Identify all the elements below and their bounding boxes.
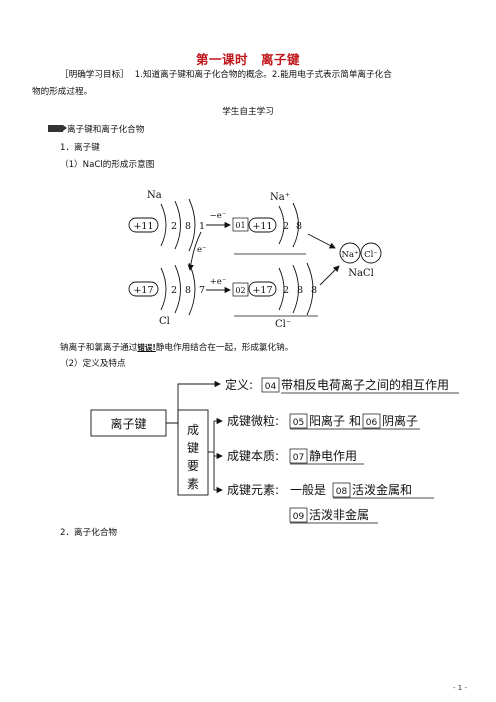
objectives-label: ［明确学习目标］ [60,70,129,80]
factors-box [177,409,209,496]
na-nucleus: +11 [133,221,153,232]
factors-char-3: 要 [187,459,199,473]
answer-box-06-num: 06 [366,418,378,428]
essence-label: 成键本质: [227,449,279,463]
answer-box-08-num: 08 [336,487,348,497]
factors-char-2: 键 [187,441,199,455]
na-atom-label: Na [147,190,162,201]
cl-nucleus-box [128,281,159,297]
item2-heading: 2．离子化合物 [60,528,118,538]
cl-nucleus: +17 [133,285,153,296]
page-number: - 1 - [453,684,467,692]
answer-box-01-num: 01 [235,221,245,230]
section-header: 学生自主学习 [222,107,274,117]
product-cl-ion: Cl⁻ [364,250,378,260]
item1-sub2: （2）定义及特点 [60,359,126,369]
product-na-ion: Na⁺ [342,250,359,260]
answer-box-02-num: 02 [235,286,245,295]
na-nucleus-box [128,217,159,233]
page-title: 第一课时 离子键 [195,52,300,67]
objectives-line2: 物的形成过程。 [32,87,93,97]
cl-ion-nucleus-box [248,281,277,297]
lose-electron-label: −e⁻ [210,211,227,221]
cl-ion-shell-1: 2 [283,285,289,296]
root-label: 离子键 [110,416,146,431]
na-ion-circle [339,242,361,264]
objectives-text1: 1.知道离子键和离子化合物的概念。2.能用电子式表示简单离子化合 [134,70,392,80]
na-ion-shell-1: 2 [283,221,289,232]
factors-char-4: 素 [187,477,199,491]
section-arrow-icon [48,125,67,132]
definition-label: 定义: [225,377,253,392]
cl-ion: +17 2 8 8 [248,262,317,316]
sentence: 钠离子和氯离子通过错误!静电作用结合在一起，形成氯化钠。 [60,341,293,355]
essence-text: 静电作用 [309,449,357,463]
factors-char-1: 成 [187,423,199,437]
cl-ion-shell-3: 8 [311,285,317,296]
answer-box-07 [289,448,308,464]
answer-box-01 [232,217,249,232]
cl-atom-label: Cl [159,316,170,327]
na-shell-1: 2 [171,221,177,232]
na-ion: +11 2 8 [248,202,302,248]
answer-box-09-num: 09 [293,512,305,522]
section-title-row: 离子键和离子化合物 [48,124,144,137]
elements-text2: 活泼非金属 [309,507,369,522]
na-ion-label: Na⁺ [270,192,290,203]
elements-label: 成键元素: [227,483,279,497]
na-shell-3: 1 [199,221,205,232]
cl-ion-circle [360,242,382,264]
na-shell-2: 8 [185,221,191,232]
na-ion-shell-2: 8 [296,221,302,232]
answer-box-08 [332,482,351,498]
cl-atom: +17 2 8 7 [128,262,205,316]
cl-shell-1: 2 [171,285,177,296]
objectives-line1: ［明确学习目标］ 1.知道离子键和离子化合物的概念。2.能用电子式表示简单离子化合 [60,69,392,82]
na-atom: +11 2 8 1 [128,198,205,252]
answer-box-07-num: 07 [293,453,304,463]
na-ion-nucleus: +11 [252,221,272,232]
answer-box-06 [362,413,381,429]
cl-shell-2: 8 [185,285,191,296]
answer-box-04 [261,377,280,393]
answer-box-05 [289,413,308,429]
item1-sub1: （1）NaCl的形成示意图 [60,160,155,170]
particles-text2: 阴离子 [382,413,418,428]
nacl-product: Na⁺ Cl⁻ NaCl [339,242,382,279]
gain-electron-label: +e⁻ [210,277,227,287]
answer-box-09 [289,507,308,523]
particles-label: 成键微粒: [227,413,279,428]
sentence-part2: 静电作用结合在一起，形成氯化钠。 [155,343,294,353]
sentence-part1: 钠离子和氯离子通过 [60,343,138,353]
cl-shell-3: 7 [199,285,205,296]
definition-text: 带相反电荷离子之间的相互作用 [281,377,449,392]
section-title: 离子键和离子化合物 [67,125,145,135]
answer-box-02 [232,282,249,297]
product-nacl: NaCl [348,268,374,279]
cl-ion-nucleus: +17 [252,285,272,296]
cl-ion-label: Cl⁻ [275,319,291,330]
na-ion-nucleus-box [248,217,277,233]
particles-text1: 阳离子 [309,413,345,428]
elements-text1: 活泼金属和 [352,482,412,497]
item1-heading: 1．离子键 [60,143,100,153]
elements-prefix: 一般是 [290,482,326,497]
particles-and: 和 [349,414,361,428]
cl-ion-shell-2: 8 [297,285,303,296]
error-mark: 错误! [137,343,156,352]
answer-box-05-num: 05 [293,418,304,428]
electron-transfer-label: e⁻ [197,245,207,255]
answer-box-04-num: 04 [265,382,277,392]
